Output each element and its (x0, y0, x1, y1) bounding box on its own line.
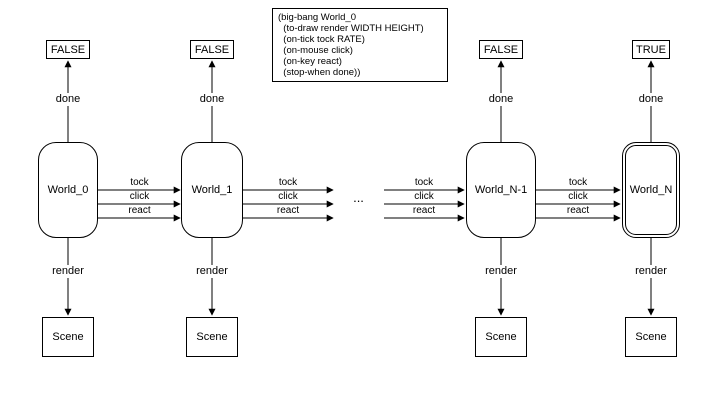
tock-label-1: tock (130, 177, 149, 188)
done-label-1: done (52, 93, 84, 106)
scene-box-1: Scene (42, 317, 94, 357)
click-label-4: click (568, 191, 588, 202)
click-label-2: click (278, 191, 298, 202)
code-line: (on-mouse click) (278, 45, 353, 56)
code-line: (on-key react) (278, 56, 342, 67)
code-line: (stop-when done)) (278, 67, 361, 78)
tock-label-2: tock (278, 177, 298, 188)
scene-box-3: Scene (475, 317, 527, 357)
big-bang-code-box: (big-bang World_0 (to-draw render WIDTH … (272, 8, 448, 82)
world-1-node: World_1 (181, 142, 243, 238)
react-label-4: react (566, 205, 590, 216)
done-label-3: done (485, 93, 517, 106)
scene-box-2: Scene (186, 317, 238, 357)
code-line: (big-bang World_0 (278, 12, 356, 23)
true-box: TRUE (632, 40, 670, 59)
react-label-2: react (276, 205, 300, 216)
world-n-node: World_N (622, 142, 680, 238)
false-box-3: FALSE (479, 40, 523, 59)
done-label-2: done (196, 93, 228, 106)
false-box-1: FALSE (46, 40, 90, 59)
tock-label-4: tock (568, 177, 588, 188)
render-label-4: render (632, 265, 670, 278)
done-label-4: done (635, 93, 667, 106)
click-label-1: click (129, 191, 150, 202)
false-box-2: FALSE (190, 40, 234, 59)
render-label-1: render (49, 265, 87, 278)
world-n-label: World_N (629, 184, 673, 196)
world-n-1-node: World_N-1 (466, 142, 536, 238)
ellipsis-label: ... (353, 190, 364, 205)
code-line: (on-tick tock RATE) (278, 34, 365, 45)
world-0-node: World_0 (38, 142, 98, 238)
react-label-1: react (128, 205, 151, 216)
code-line: (to-draw render WIDTH HEIGHT) (278, 23, 424, 34)
react-label-3: react (412, 205, 436, 216)
scene-box-4: Scene (625, 317, 677, 357)
click-label-3: click (414, 191, 434, 202)
render-label-3: render (482, 265, 520, 278)
tock-label-3: tock (414, 177, 434, 188)
render-label-2: render (193, 265, 231, 278)
